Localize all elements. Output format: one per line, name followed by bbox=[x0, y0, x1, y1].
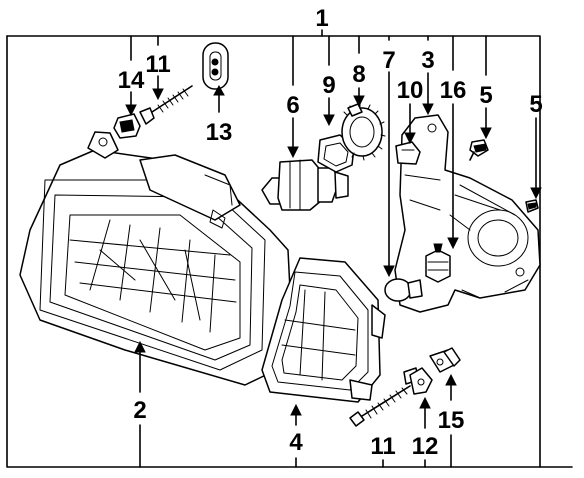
callout-10: 10 bbox=[397, 77, 424, 104]
callout-16: 16 bbox=[440, 77, 467, 104]
adjuster-nut bbox=[113, 113, 141, 139]
callout-3: 3 bbox=[421, 47, 434, 74]
callout-6: 6 bbox=[286, 92, 299, 119]
callout-11-bottom: 11 bbox=[370, 433, 395, 460]
side-marker-lamp bbox=[261, 257, 386, 403]
leader-lines bbox=[125, 29, 542, 468]
callout-11-top: 11 bbox=[145, 51, 170, 78]
adjusting-screw-top bbox=[139, 85, 193, 125]
spring-plate bbox=[409, 367, 433, 395]
callout-7: 7 bbox=[382, 47, 395, 74]
retainer-clip bbox=[429, 347, 461, 373]
bulb-socket bbox=[425, 243, 451, 283]
callout-labels: 1 14 11 13 6 9 8 7 3 10 16 5 5 2 4 11 12… bbox=[118, 5, 543, 460]
callout-12: 12 bbox=[412, 433, 439, 460]
screw-upper bbox=[469, 139, 489, 161]
retaining-ring bbox=[341, 103, 386, 161]
callout-13: 13 bbox=[206, 119, 233, 146]
callout-4: 4 bbox=[289, 429, 303, 456]
grommet bbox=[202, 42, 229, 90]
callout-2: 2 bbox=[133, 397, 146, 424]
callout-15: 15 bbox=[438, 407, 465, 434]
callout-14: 14 bbox=[118, 67, 145, 94]
callout-8: 8 bbox=[352, 61, 365, 88]
callout-1: 1 bbox=[315, 5, 328, 32]
callout-9: 9 bbox=[322, 72, 335, 99]
screw-right bbox=[525, 199, 539, 213]
headlamp-bulb bbox=[261, 159, 349, 211]
callout-5-upper: 5 bbox=[479, 82, 492, 109]
marker-bulb bbox=[384, 278, 423, 302]
headlamp-assembly bbox=[19, 131, 291, 386]
callout-5-right: 5 bbox=[529, 91, 542, 118]
